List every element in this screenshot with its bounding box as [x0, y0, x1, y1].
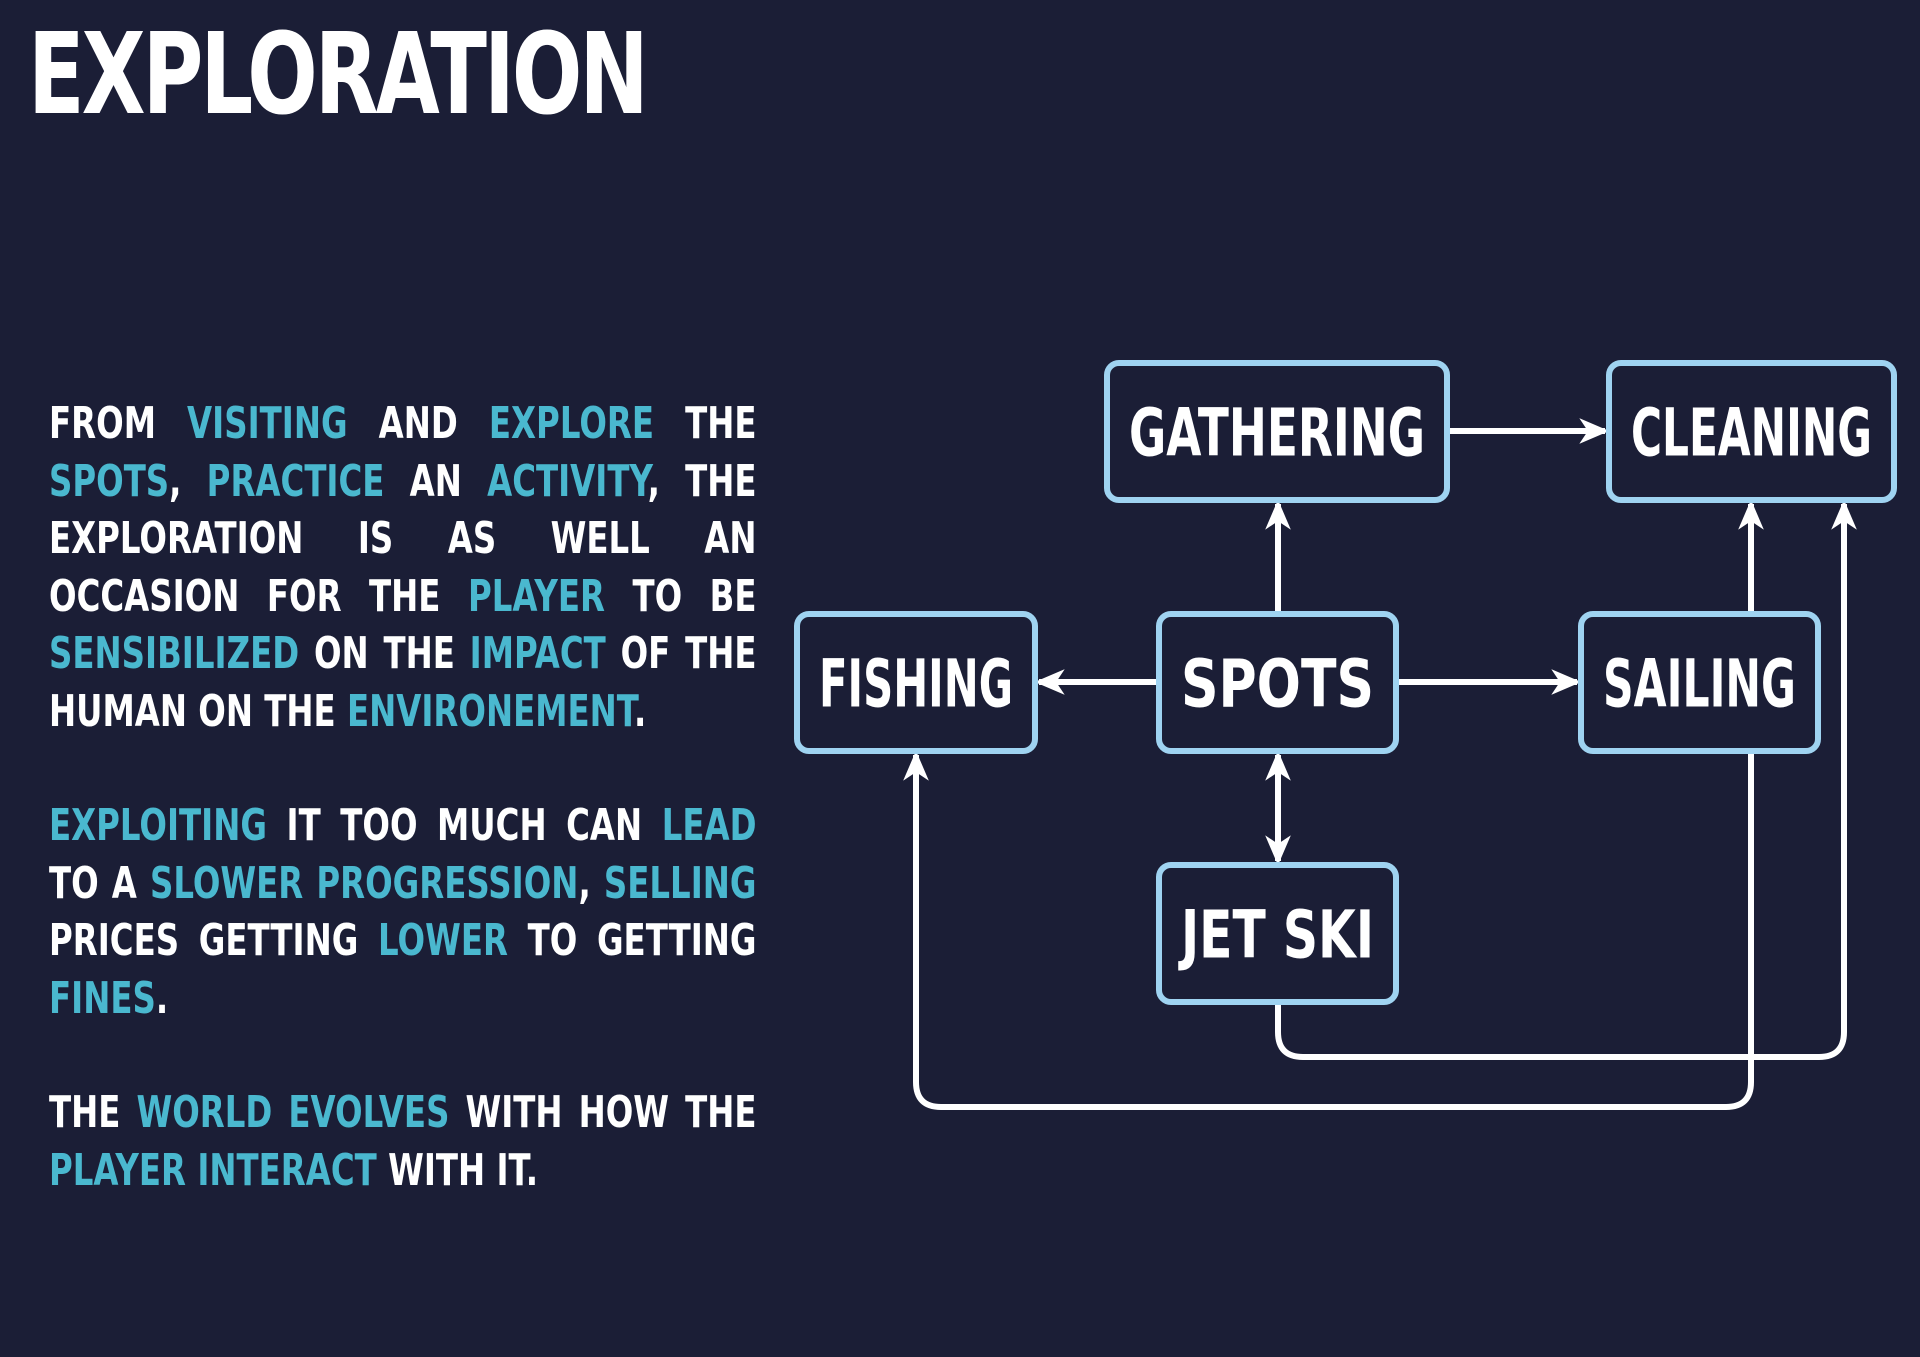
- node-label: SPOTS: [1181, 646, 1374, 723]
- node-box: [1606, 360, 1897, 503]
- highlighted-text: SELLING: [603, 857, 757, 909]
- edges-layer: [903, 418, 1857, 1110]
- highlighted-text: IMPACT: [469, 628, 606, 679]
- highlighted-text: INTERACT: [197, 1144, 377, 1196]
- highlighted-text: SLOWER PROGRESSION: [149, 857, 579, 909]
- body-text: OF THE HUMAN ON THE: [49, 628, 757, 737]
- highlighted-text: LEAD: [661, 800, 757, 851]
- arrow-cleaning-to-fishing: [903, 750, 1754, 1110]
- highlighted-text: SPOTS: [49, 455, 170, 507]
- highlighted-text: WORLD EVOLVES: [136, 1087, 450, 1138]
- arrow-jet_ski-to-cleaning: [1275, 499, 1857, 1060]
- node-label: SAILING: [1603, 646, 1796, 723]
- body-text: TO A: [49, 857, 150, 909]
- highlighted-text: PLAYER: [467, 570, 605, 622]
- body-text: TO GETTING: [507, 915, 757, 966]
- node-box: [1156, 611, 1399, 754]
- nodes-layer: GATHERING CLEANING FISHING SPOTS SAILING JET …: [794, 360, 1897, 1005]
- node-sailing: SAILING: [1578, 611, 1821, 754]
- highlighted-text: PRACTICE: [206, 455, 385, 507]
- body-text: ON THE: [299, 628, 470, 679]
- body-text: THE: [654, 398, 757, 449]
- highlighted-text: VISITING: [187, 398, 348, 449]
- body-text: AN: [384, 455, 488, 507]
- node-gathering: GATHERING: [1104, 360, 1450, 503]
- node-box: [794, 611, 1038, 754]
- highlighted-text: LOWER: [377, 915, 508, 966]
- node-spots: SPOTS: [1156, 611, 1399, 754]
- body-text: ,: [578, 857, 604, 909]
- body-text: .: [634, 685, 647, 737]
- description-text: FROM VISITING AND EXPLORE THE SPOTS, PRA…: [49, 395, 757, 1256]
- node-box: [1156, 862, 1399, 1005]
- body-text: FROM: [49, 398, 188, 449]
- node-box: [1578, 611, 1821, 754]
- highlighted-text: ACTIVITY: [487, 455, 648, 507]
- body-text: , THE EXPLORATION IS AS WELL AN OCCASION…: [49, 455, 757, 622]
- paragraph-2: EXPLOITING IT TOO MUCH CAN LEAD TO A SLO…: [49, 797, 757, 1027]
- node-label: JET SKI: [1178, 897, 1374, 974]
- body-text: AND: [347, 398, 489, 449]
- highlighted-text: ENVIRONEMENT: [346, 685, 635, 737]
- node-fishing: FISHING: [794, 611, 1038, 754]
- page-title: EXPLORATION: [28, 10, 649, 140]
- node-label: FISHING: [819, 646, 1013, 723]
- highlighted-text: FINES: [49, 972, 156, 1024]
- paragraph-1: FROM VISITING AND EXPLORE THE SPOTS, PRA…: [49, 395, 757, 740]
- body-text: WITH IT.: [376, 1144, 539, 1196]
- node-box: [1104, 360, 1450, 503]
- highlighted-text: PLAYER: [49, 1144, 187, 1196]
- body-text: IT TOO MUCH CAN: [267, 800, 662, 851]
- body-text: ,: [169, 455, 207, 507]
- body-text: .: [155, 972, 169, 1024]
- body-text: WITH HOW THE: [449, 1087, 757, 1138]
- paragraph-3: THE WORLD EVOLVES WITH HOW THE PLAYER IN…: [49, 1084, 757, 1199]
- body-text: TO BE: [604, 570, 757, 622]
- highlighted-text: EXPLOITING: [49, 800, 268, 851]
- highlighted-text: SENSIBILIZED: [49, 628, 300, 679]
- node-label: GATHERING: [1129, 395, 1425, 472]
- node-jet-ski: JET SKI: [1156, 862, 1399, 1005]
- node-label: CLEANING: [1631, 395, 1872, 472]
- highlighted-text: EXPLORE: [488, 398, 655, 449]
- node-cleaning: CLEANING: [1606, 360, 1897, 503]
- body-text: PRICES GETTING: [49, 915, 378, 966]
- body-text: THE: [49, 1087, 137, 1138]
